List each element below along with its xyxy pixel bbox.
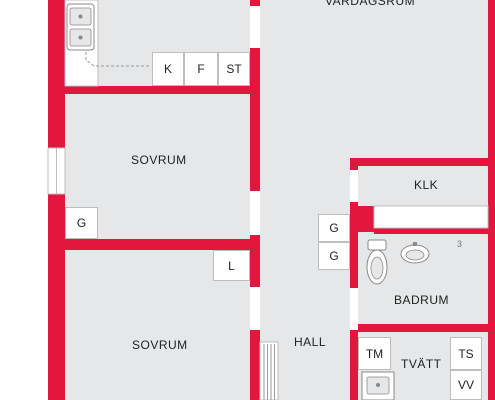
wall-closet-left — [350, 158, 358, 170]
wall-kitchen-bottom — [65, 86, 260, 94]
wall-bath-bottom — [358, 324, 490, 332]
fixture-kitchen-f: F — [184, 52, 218, 86]
laundry-sink-icon — [361, 371, 395, 400]
wall-closet-bottom — [374, 228, 488, 234]
room-label-closet: KLK — [414, 178, 439, 192]
hall-radiator — [259, 341, 279, 400]
wall-exterior-left — [48, 0, 65, 400]
toilet-icon — [366, 239, 388, 285]
wall-bath-left-hatch — [358, 206, 374, 232]
wall-center-upper — [250, 48, 260, 191]
pipe-mark: 3 — [457, 239, 463, 249]
fixture-laundry-vv: VV — [450, 370, 482, 400]
room-label-bedroom-lower: SOVRUM — [132, 338, 188, 352]
wall-closet-top — [350, 158, 490, 166]
washbasin-icon — [400, 242, 430, 264]
wall-laundry-left — [350, 330, 358, 400]
fixture-linen: L — [213, 250, 250, 281]
wall-exterior-right — [488, 0, 495, 400]
room-label-laundry: TVÄTT — [401, 357, 442, 371]
fixture-wardrobe-bedroom: G — [65, 207, 98, 239]
fixture-laundry-ts: TS — [450, 337, 482, 370]
fixture-wardrobe-hall-2: G — [318, 242, 350, 270]
fixture-kitchen-st: ST — [218, 52, 250, 86]
fixture-laundry-tm: TM — [358, 337, 391, 370]
room-label-living: VARDAGSRUM — [325, 0, 416, 8]
kitchen-sink-icon — [66, 3, 95, 51]
kitchen-dashed-outline — [85, 52, 150, 67]
floor-living — [260, 0, 490, 158]
closet-shelf — [373, 205, 489, 229]
wall-center-middle — [250, 235, 260, 287]
fixture-kitchen-k: K — [152, 52, 184, 86]
floor-closet — [358, 166, 488, 206]
room-label-bathroom: BADRUM — [394, 293, 450, 307]
wall-bedrooms-divider — [65, 239, 260, 250]
wall-kitchen-right-stub — [250, 0, 260, 6]
wall-center-lower — [250, 330, 260, 400]
room-label-hall: HALL — [294, 335, 327, 349]
wall-bath-left — [350, 202, 358, 288]
room-label-bedroom-upper: SOVRUM — [131, 153, 187, 167]
hall-radiator-lines — [263, 344, 275, 400]
fixture-wardrobe-hall-1: G — [318, 214, 350, 242]
